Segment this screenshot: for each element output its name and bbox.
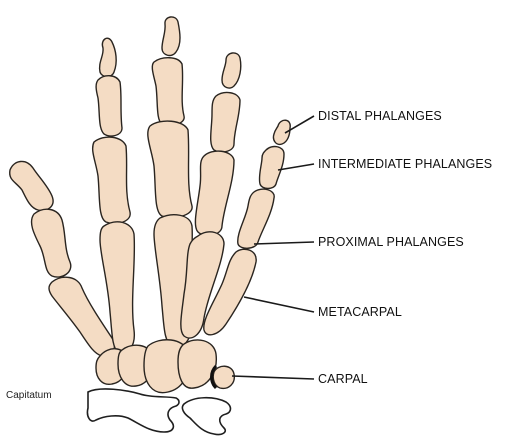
middle-proximal-phalanx bbox=[148, 121, 192, 217]
proximal-carpal-left-outline bbox=[87, 389, 179, 432]
leader-proximal-phalanges bbox=[254, 242, 314, 244]
little-intermediate-phalanx bbox=[259, 147, 284, 189]
proximal-carpal-right-outline bbox=[182, 398, 230, 435]
carpal-pisiform bbox=[213, 366, 234, 388]
leader-intermediate-phalanges bbox=[278, 164, 314, 170]
index-intermediate-phalanx bbox=[96, 76, 122, 136]
index-finger bbox=[93, 38, 135, 353]
label-metacarpal: METACARPAL bbox=[318, 305, 402, 319]
thumb-metacarpal bbox=[49, 277, 114, 356]
label-proximal-phalanges: PROXIMAL PHALANGES bbox=[318, 235, 464, 249]
label-distal-phalanges: DISTAL PHALANGES bbox=[318, 109, 442, 123]
index-distal-phalanx bbox=[100, 38, 117, 76]
leader-metacarpal bbox=[244, 297, 314, 312]
little-proximal-phalanx bbox=[238, 189, 274, 248]
leader-carpal bbox=[232, 376, 314, 379]
ring-proximal-phalanx bbox=[195, 151, 234, 235]
proximal-carpal-outline bbox=[87, 389, 230, 435]
ring-distal-phalanx bbox=[222, 53, 241, 88]
middle-distal-phalanx bbox=[162, 17, 180, 56]
thumb-proximal-phalanx bbox=[32, 209, 71, 277]
thumb-distal-phalanx bbox=[10, 161, 53, 210]
label-intermediate-phalanges: INTERMEDIATE PHALANGES bbox=[318, 157, 492, 171]
label-carpal: CARPAL bbox=[318, 372, 368, 386]
middle-intermediate-phalanx bbox=[152, 58, 184, 126]
ring-intermediate-phalanx bbox=[211, 93, 240, 152]
label-capitatum: Capitatum bbox=[6, 390, 52, 401]
index-proximal-phalanx bbox=[93, 137, 131, 223]
